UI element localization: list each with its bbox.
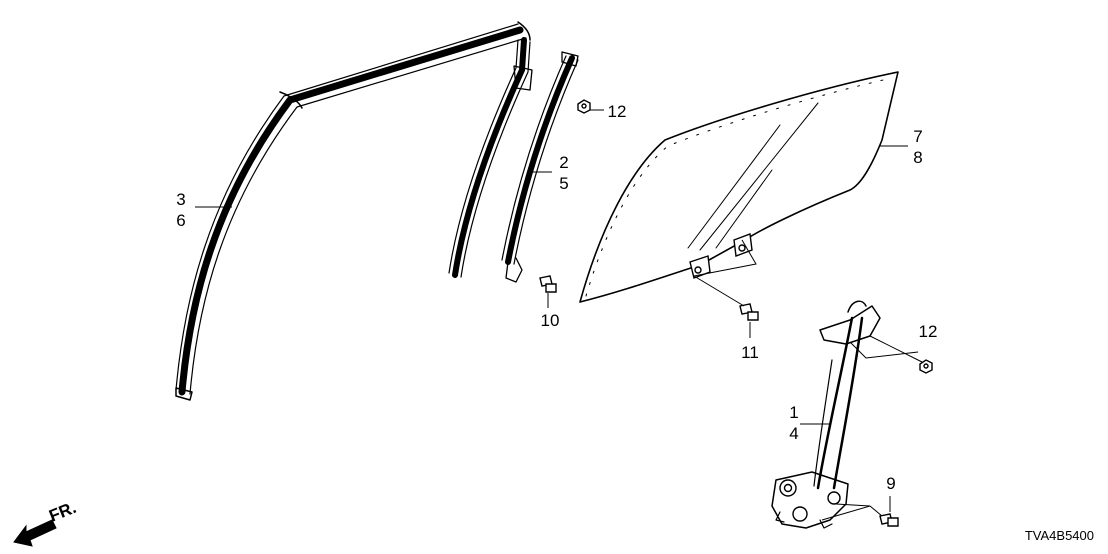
window-regulator-part [771,300,881,529]
callout-1: 1 [789,403,798,422]
front-label: FR. [46,498,79,526]
callout-12-upper: 12 [608,102,627,121]
center-channel-part [501,51,579,283]
front-arrow: FR. [13,498,79,547]
diagram-code: TVA4B5400 [1025,528,1094,543]
nut-12-lower [919,359,933,374]
bolt-11 [739,303,759,321]
rear-channel-part [448,37,533,278]
callout-6: 6 [176,211,185,230]
bolt-10 [539,275,557,293]
callout-7: 7 [913,127,922,146]
callout-10: 10 [541,311,560,330]
callout-8: 8 [913,148,922,167]
callout-9: 9 [886,474,895,493]
callout-4: 4 [789,424,798,443]
nut-12-upper [577,99,591,114]
callout-2: 2 [559,153,568,172]
callout-11: 11 [741,343,759,362]
callout-5: 5 [559,174,568,193]
callout-12-lower: 12 [919,322,938,341]
bolt-9 [879,513,899,527]
leader-lines [195,109,923,521]
callout-3: 3 [176,190,185,209]
door-glass-part [579,71,899,303]
sash-channel-part [175,21,531,401]
